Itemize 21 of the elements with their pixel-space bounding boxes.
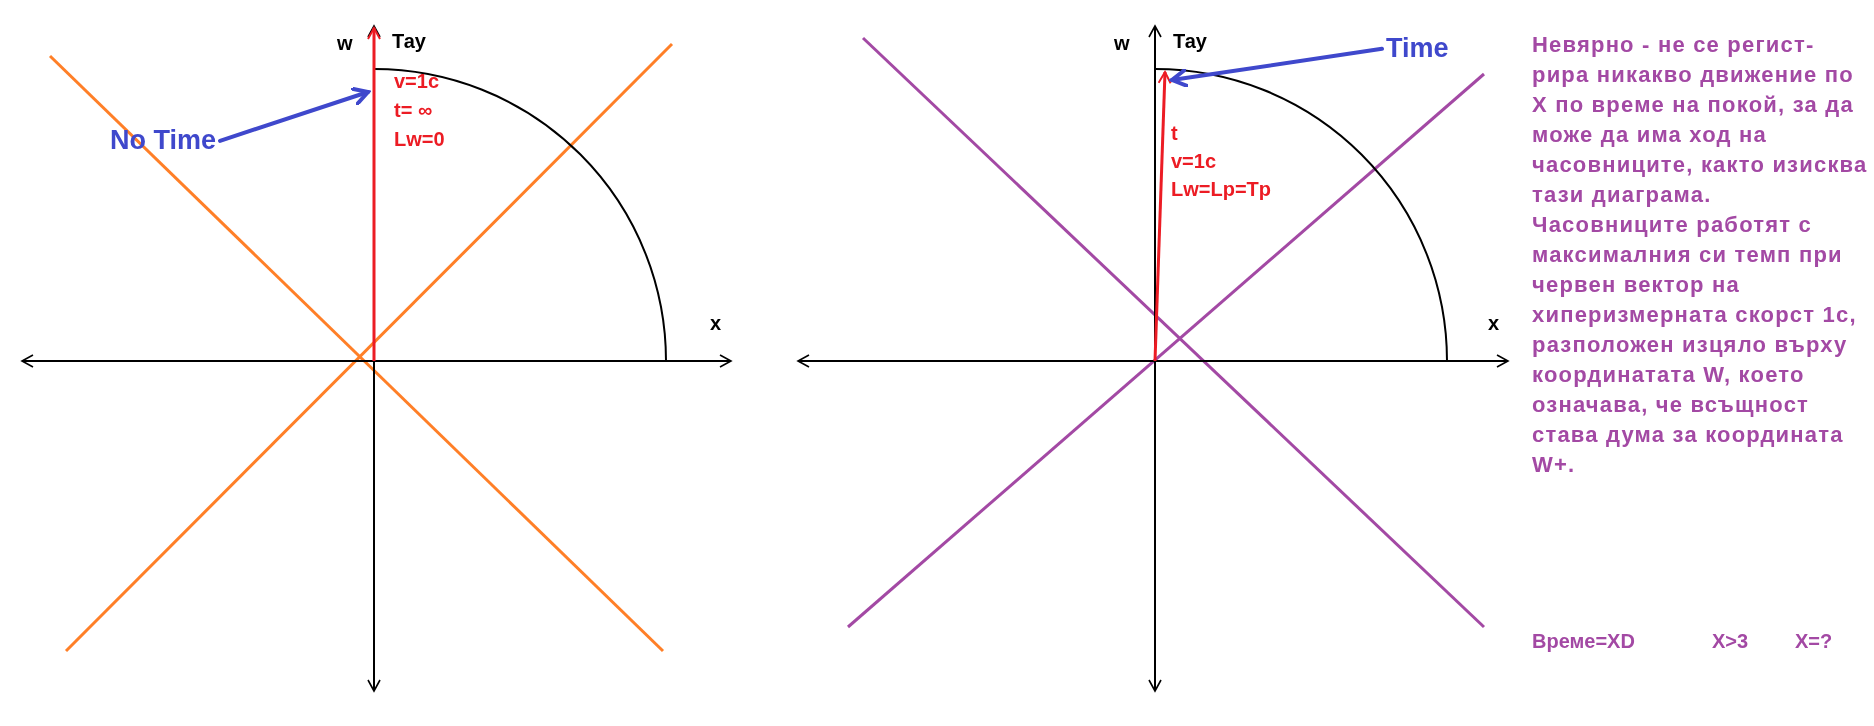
axis-label: x (1488, 312, 1500, 334)
paragraph-text: Невярно - не се регист- рира никакво движение по X по време на покой, за да може да има ход на часовниците, както изисква тази диаграма. Часовниците работят с максималния си темп при червен вектор на хиперизмерната скорст 1c, разположен изцяло върху координатата W, което означава, че всъщност става дума за координата W+. (1532, 31, 1869, 479)
axis-label: Тау (392, 30, 426, 52)
formula-text: X=? (1795, 630, 1833, 652)
vector-label: Lw=Lp=Tp (1171, 178, 1271, 200)
arrow (1170, 46, 1384, 88)
vector-label: t (1171, 122, 1178, 144)
formula-text: Време=XD (1532, 630, 1635, 652)
axis-label: w (1114, 32, 1130, 54)
axis-label: w (337, 32, 353, 54)
vector-label: v=1c (394, 70, 440, 92)
formula-text: X>3 (1712, 630, 1749, 652)
vector-arrow (1153, 71, 1172, 362)
axis-label: Тау (1173, 30, 1207, 52)
vector-arrow (367, 27, 381, 361)
axis-label: x (710, 312, 722, 334)
vector-label: Lw=0 (394, 128, 445, 150)
vector-label: v=1c (1171, 150, 1217, 172)
arrow (218, 86, 370, 143)
vector-label: t= ∞ (394, 99, 433, 121)
callout-text: Time (1386, 34, 1449, 64)
